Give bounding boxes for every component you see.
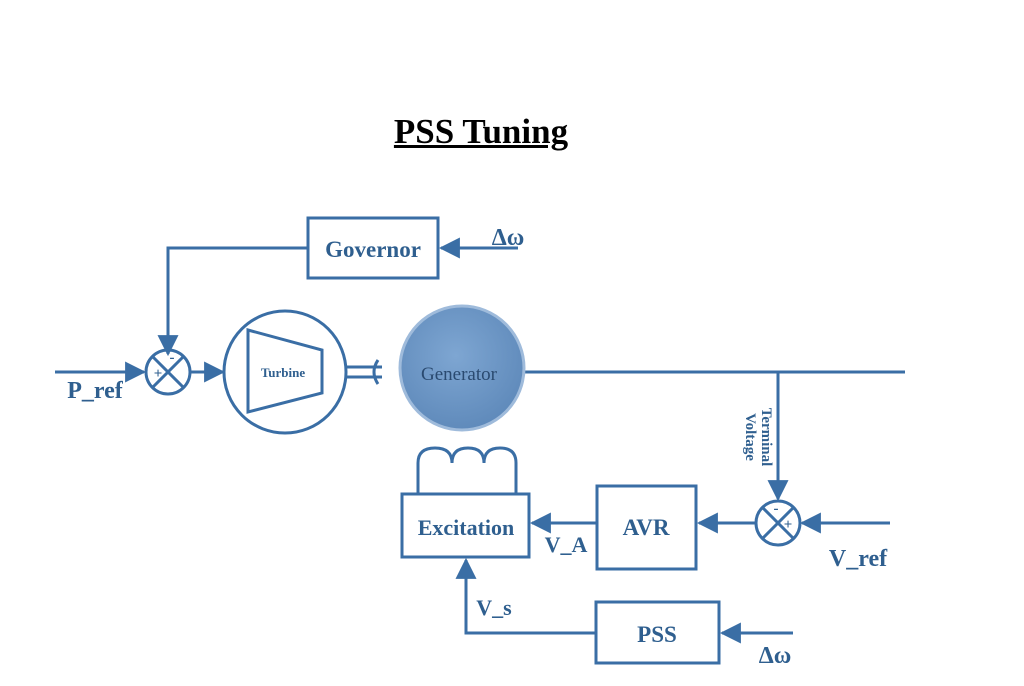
avr-block [595,484,698,571]
turbine-sum-minus: - [170,350,175,366]
delta-omega-governor-label: Δω [492,225,525,251]
avr-label: AVR [623,515,670,540]
turbine-shape [246,328,324,414]
v-ref-label: V_ref [829,546,888,572]
generator-label: Generator [421,364,498,385]
v-s-label: V_s [476,595,512,620]
shaft-coupling [372,359,380,385]
v-a-label: V_A [545,532,588,557]
pss-label: PSS [637,622,677,647]
excitation-block [400,492,531,559]
p-ref-label: P_ref [67,378,124,404]
excitation-label: Excitation [418,515,515,540]
avr-sum-plus: + [784,517,793,533]
pss-to-excitation-line [455,557,596,635]
page-title: PSS Tuning [393,112,569,151]
generator-block [398,304,526,432]
turbine-block [222,309,348,435]
turbine-label: Turbine [261,365,306,380]
avr-sum-minus: - [774,501,779,517]
turbine-sum-plus: + [154,366,163,382]
delta-omega-pss-label: Δω [759,643,792,669]
governor-feedback-line [157,246,308,357]
voltage-label: Voltage [742,413,758,461]
terminal-label: Terminal [758,408,774,467]
governor-label: Governor [325,237,421,262]
field-winding-coil [416,446,518,494]
pss-block [594,600,721,665]
